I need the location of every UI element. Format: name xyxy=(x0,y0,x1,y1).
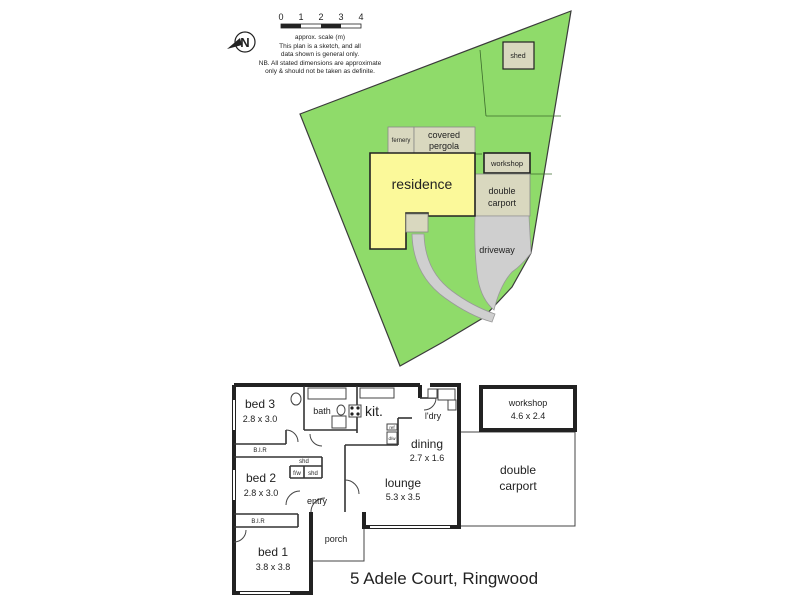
fw-label: f/w xyxy=(293,471,301,477)
lounge-dim: 5.3 x 3.5 xyxy=(386,492,421,502)
wall-laundry xyxy=(430,383,461,408)
door-swing-2 xyxy=(285,490,301,506)
porch-label: porch xyxy=(325,534,348,544)
cooktop-icon xyxy=(348,404,362,418)
dishwasher-icon xyxy=(386,431,398,445)
bed1-dim: 3.8 x 3.8 xyxy=(256,562,291,572)
dw-label: d/w xyxy=(388,436,396,441)
lounge-label: lounge xyxy=(385,476,421,490)
scale-seg-1 xyxy=(281,24,301,28)
fence-lines xyxy=(474,49,561,175)
property-address: 5 Adele Court, Ringwood xyxy=(350,569,538,588)
scale-seg-3 xyxy=(321,24,341,28)
bir-label-1: B.I.R xyxy=(253,448,267,454)
site-carport-label: carport xyxy=(488,198,517,208)
workshop-label: workshop xyxy=(508,398,548,408)
kitchen-label: kit. xyxy=(365,403,383,419)
bath-label: bath xyxy=(313,406,331,416)
site-pergola xyxy=(413,126,476,154)
carport-double-label: double xyxy=(500,463,536,477)
shd-label: shd xyxy=(308,471,318,477)
bed2-dim: 2.8 x 3.0 xyxy=(244,488,279,498)
site-plan: shed fernery covered pergola workshop do… xyxy=(299,10,572,367)
door-swing-5 xyxy=(423,397,437,411)
site-workshop-label: workshop xyxy=(490,159,523,168)
house-floor-plan: bed 3 2.8 x 3.0 B.I.R bed 2 2.8 x 3.0 B.… xyxy=(232,383,577,595)
scale-tick-2: 2 xyxy=(318,12,323,22)
bathtub xyxy=(307,387,347,400)
scale-label: approx. scale (m) xyxy=(295,34,345,41)
door-swing-3 xyxy=(344,479,360,495)
site-driveway-label: driveway xyxy=(479,245,515,255)
site-covered-label: covered xyxy=(428,130,460,140)
site-shed xyxy=(502,41,535,70)
linen-label: shd xyxy=(299,459,309,465)
site-driveway xyxy=(474,215,532,311)
entry-label: entry xyxy=(307,496,328,506)
bed3-label: bed 3 xyxy=(245,397,275,411)
scale-tick-1: 1 xyxy=(298,12,303,22)
north-arrow-icon: N xyxy=(227,31,256,53)
shower-icon xyxy=(331,415,347,429)
site-pergola-label: pergola xyxy=(429,141,459,151)
fixtures xyxy=(233,387,457,594)
laundry-trough xyxy=(437,388,456,401)
bed3-dim: 2.8 x 3.0 xyxy=(243,414,278,424)
site-residence-label: residence xyxy=(392,176,453,192)
site-carport xyxy=(473,173,531,217)
north-letter: N xyxy=(240,35,249,50)
site-shed-label: shed xyxy=(510,53,525,60)
scale-note-3: NB. All stated dimensions are approximat… xyxy=(259,60,382,67)
scale-note-4: only & should not be taken as definite. xyxy=(265,68,375,75)
bir-label-2: B.I.R xyxy=(251,519,265,525)
door-swing-7 xyxy=(233,529,247,543)
site-path xyxy=(411,233,496,323)
dining-dim: 2.7 x 1.6 xyxy=(410,453,445,463)
washer-icon xyxy=(447,399,457,411)
basin-icon xyxy=(336,404,346,416)
carport-label: carport xyxy=(499,479,537,493)
dining-label: dining xyxy=(411,437,443,451)
site-entry-porch xyxy=(405,213,429,233)
site-residence xyxy=(369,152,476,250)
scale-note-1: This plan is a sketch, and all xyxy=(279,43,361,50)
kitchen-bench xyxy=(359,387,395,399)
site-fernery-label: fernery xyxy=(392,138,411,144)
sink-icon xyxy=(427,388,438,399)
scale-bar: 0 1 2 3 4 approx. scale (m) This plan is… xyxy=(259,12,382,75)
bed1-label: bed 1 xyxy=(258,545,288,559)
scale-note-2: data shown is general only. xyxy=(281,51,359,58)
fridge-icon xyxy=(386,423,398,431)
scale-tick-3: 3 xyxy=(338,12,343,22)
scale-tick-0: 0 xyxy=(278,12,283,22)
toilet-icon xyxy=(290,392,302,406)
scale-tick-4: 4 xyxy=(358,12,363,22)
workshop-walls xyxy=(479,385,577,432)
workshop-dim: 4.6 x 2.4 xyxy=(511,411,546,421)
door-swing-1 xyxy=(309,433,323,447)
door-swing-4 xyxy=(310,497,326,513)
ref-label: ref xyxy=(389,425,395,430)
site-double-label: double xyxy=(488,186,515,196)
site-workshop xyxy=(483,152,531,174)
door-swing-6 xyxy=(285,429,299,443)
laundry-label: l'dry xyxy=(425,411,442,421)
bed2-label: bed 2 xyxy=(246,471,276,485)
wall-south-east xyxy=(362,408,461,529)
